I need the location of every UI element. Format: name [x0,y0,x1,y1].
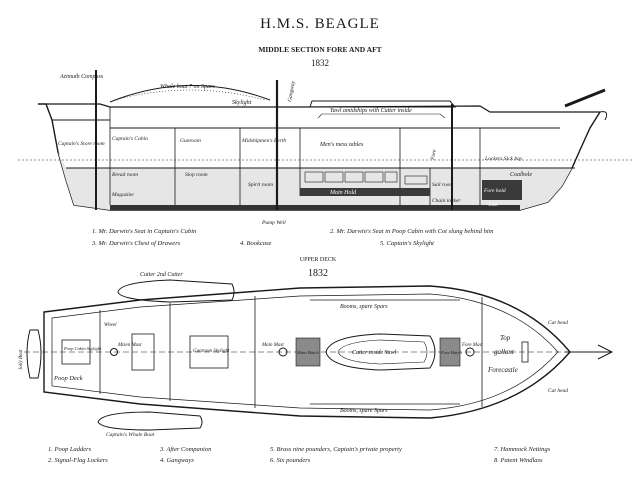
label-yawl: Yawl amidships with Cutter inside [330,108,412,114]
label-whaleboat: Whale boat 7 on Spars [160,84,215,90]
bow-gun [564,88,606,108]
year-bottom: 1832 [308,268,328,279]
label-cathead-top: Cat head [548,320,568,326]
label-gunroom: Gunroom [180,138,201,144]
mizen-mast-plan [110,348,118,356]
label-main-hold: Main Hold [329,190,357,196]
label-gunroom-sky: Gunroom Skylight [193,349,230,354]
label-main-mast: Main Mast [261,343,284,348]
fore-hatch [439,337,461,367]
label-fore-mast: Fore Mast [461,343,483,348]
yawl-plan [325,333,436,371]
legend-bottom-item: 2. Signal-Flag Lockers [48,457,108,464]
legend-bottom-item: 6. Six pounders [270,457,311,464]
label-poop-deck: Poop Deck [53,375,83,382]
legend-bottom-item: 8. Patent Windlass [494,457,543,464]
after-companion [131,333,155,371]
legend-bottom-item: 7. Hammock Nettings [494,446,551,453]
label-cutter: Cutter 2nd Cutter [140,272,183,278]
figurehead [599,111,608,121]
hull-shade [58,152,572,210]
label-gallant: gallant [494,348,515,356]
yawl-side [309,100,457,108]
legend-bottom: 1. Poop Ladders 2. Signal-Flag Lockers 3… [48,446,551,464]
label-booms-bottom: Booms, spare Spars [340,408,388,414]
captains-whale-boat [97,411,203,431]
plan-bowsprit [565,344,614,360]
label-cutter-inside: Cutter inside Yawl [352,350,396,356]
label-fore-hatch: Fore Hatch [440,350,462,355]
title: H.M.S. BEAGLE [260,16,380,32]
label-captains-store: Captain's Store room [58,141,105,147]
legend-top-item: 5. Captain's Skylight [380,240,434,247]
jolly-boat [26,329,42,379]
label-captains-whaleboat: Captain's Whale Boat [106,432,155,438]
section-heading: UPPER DECK [300,257,337,263]
label-bread-room: Bread room [112,172,138,178]
label-mens-mess: Men's mess tables [319,142,364,148]
label-skylight-mid: Skylight [232,100,252,106]
label-fore: Fore [430,148,438,161]
magazine-band [300,188,430,196]
legend-top-item: 3. Mr. Darwin's Chest of Drawers [91,240,181,247]
legend-top: 1. Mr. Darwin's Seat in Captain's Cabin … [91,228,494,247]
label-fore-hold: Fore hold [483,188,506,194]
legend-top-item: 1. Mr. Darwin's Seat in Captain's Cabin [92,228,196,235]
year-top: 1832 [311,58,329,68]
cutter-boat [117,279,235,303]
label-cathead-bottom: Cat head [548,388,568,394]
legend-bottom-item: 3. After Companion [159,446,211,453]
main-mast-plan [278,347,288,357]
label-coalhole: Coalhole [510,172,532,178]
label-booms-top: Booms, spare Spars [340,304,388,310]
legend-top-item: 2. Mr. Darwin's Seat in Poop Cabin with … [330,228,494,235]
label-magazine: Magazine [111,192,134,198]
fore-mast-plan [465,347,475,357]
label-top: Top [500,334,511,342]
label-chain-locker: Chain locker [432,198,461,204]
hold-casks [304,171,428,185]
whale-boat-side [109,85,271,103]
label-slop-room: Slop room [185,172,208,178]
label-tank: Tank [488,203,498,208]
label-mizen: Mizen Mast [117,343,142,348]
label-lockers-sickbay: Lockers Sick bay [484,156,523,162]
label-gangway: Gangway [287,80,297,102]
label-main-hatch: Main Hatch [296,350,319,355]
legend-bottom-item: 4. Gangways [160,457,194,464]
keel [110,205,520,210]
top-rail [46,103,600,113]
label-captains-cabin: Captain's Cabin [112,136,148,142]
poop-cabin-skylight [61,339,91,365]
label-poop-cabin: Poop Cabin Skylight [63,346,102,351]
label-forecastle: Forecastle [487,366,518,374]
label-wheel: Wheel [104,323,117,328]
label-spirit-room: Spirit room [248,182,273,188]
side-section: Azimuth Compass Whale boat 7 on Spars Sk… [18,70,634,226]
patent-windlass [521,341,529,363]
subtitle: MIDDLE SECTION FORE AND AFT [258,45,381,54]
label-sail-room: Sail room [432,182,453,188]
legend-bottom-item: 1. Poop Ladders [48,446,92,453]
label-azimuth: Azimuth Compass [59,74,104,80]
legend-bottom-item: 5. Brass nine pounders, Captain's privat… [270,446,402,453]
fore-hold-dark [482,180,522,200]
main-hatch [295,337,321,367]
plan-view: Cutter 2nd Cutter Booms, spare Spars Boo… [19,272,614,438]
gunroom-skylight [189,335,229,369]
label-midshipmens: Midshipmen's Berth [241,138,286,144]
legend-top-item: 4. Bookcase [240,240,272,247]
label-pump-well: Pump Well [261,220,286,226]
label-jolly-boat: Jolly Boat [19,349,24,370]
